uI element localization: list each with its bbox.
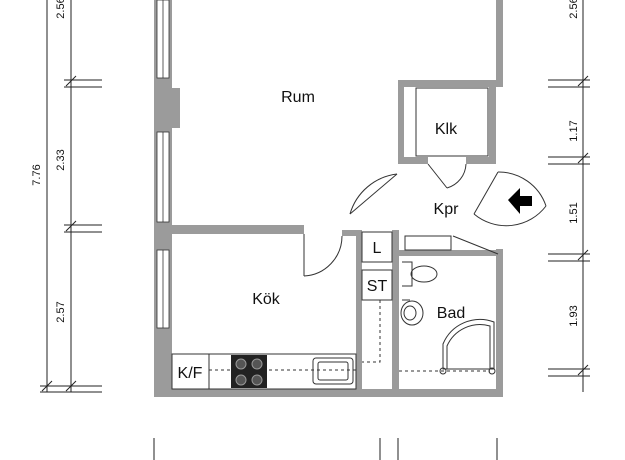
fixture-label-linen: L xyxy=(373,240,382,257)
dim-left-mid: 2.33 xyxy=(55,149,67,170)
windows xyxy=(156,0,170,329)
room-label-rum: Rum xyxy=(281,89,315,106)
dim-left-total: 7.76 xyxy=(31,164,43,185)
fixture-label-storage: ST xyxy=(367,278,388,295)
fixtures xyxy=(171,87,496,390)
dim-right-kpr: 1.51 xyxy=(568,202,580,223)
door-swings xyxy=(303,163,547,277)
dim-left-bottom: 2.57 xyxy=(55,301,67,322)
dim-right-bad: 1.93 xyxy=(568,305,580,326)
entrance-arrow-icon xyxy=(508,188,532,214)
room-label-klk: Klk xyxy=(435,121,458,138)
stove-icon xyxy=(231,355,267,388)
room-label-kok: Kök xyxy=(252,291,281,308)
room-label-kpr: Kpr xyxy=(434,201,460,218)
room-label-bad: Bad xyxy=(437,305,465,322)
dim-left-top: 2.56 xyxy=(55,0,67,19)
dim-right-top: 2.56 xyxy=(568,0,580,19)
fixture-label-fridge-freezer: K/F xyxy=(178,365,203,382)
dim-right-klk: 1.17 xyxy=(568,120,580,141)
walls xyxy=(154,0,503,397)
dimension-lines xyxy=(40,0,590,460)
